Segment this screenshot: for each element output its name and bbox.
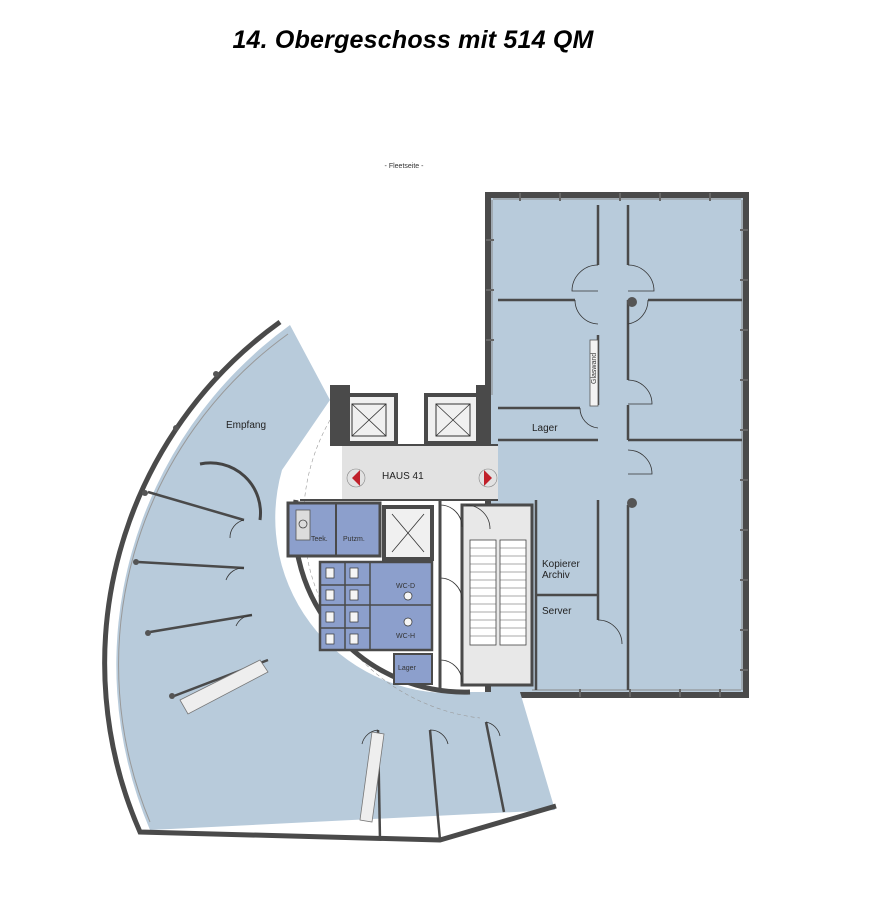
room-label-server: Server bbox=[542, 606, 572, 617]
reception-counter bbox=[199, 461, 262, 521]
wc-block bbox=[320, 562, 432, 650]
room-label-wc-h: WC-H bbox=[396, 633, 415, 640]
room-label-lager-bottom: Lager bbox=[398, 665, 417, 672]
room-label-teek: Teek. bbox=[311, 536, 328, 543]
west-wing-floor bbox=[116, 325, 556, 830]
elevator-shaft-1 bbox=[340, 393, 398, 445]
room-label-archiv: Archiv bbox=[542, 570, 570, 581]
haus-label: HAUS 41 bbox=[382, 471, 424, 482]
elevator-shaft-2 bbox=[424, 393, 482, 445]
west-wing-outer-wall bbox=[102, 319, 557, 843]
room-label-empfang: Empfang bbox=[226, 420, 266, 431]
room-label-wc-d: WC-D bbox=[396, 583, 415, 590]
corridor bbox=[342, 445, 498, 500]
central-core: HAUS 41 Teek. Putzm. bbox=[286, 385, 628, 690]
arrow-left-icon bbox=[352, 470, 360, 486]
arrow-right-icon bbox=[484, 470, 492, 486]
room-label-kopierer: Kopierer bbox=[542, 559, 580, 570]
page-title: 14. Obergeschoss mit 514 QM bbox=[232, 26, 594, 54]
board-label: Glaswand bbox=[591, 353, 598, 384]
orientation-label: - Fleetseite - bbox=[385, 163, 425, 170]
room-label-lager-top: Lager bbox=[532, 423, 558, 434]
board-element bbox=[589, 339, 599, 407]
room-label-putzm: Putzm. bbox=[343, 536, 365, 543]
